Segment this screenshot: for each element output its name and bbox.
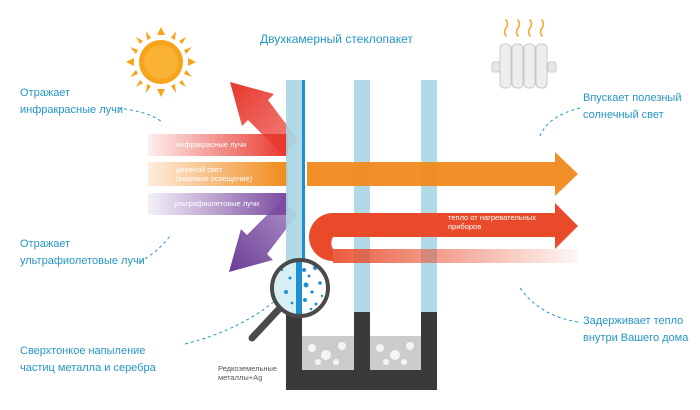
lets-in-light-label: Впускает полезный солнечный свет bbox=[583, 92, 682, 121]
reflects-uv-label: Отражает ультрафиолетовые лучи bbox=[20, 238, 145, 267]
diagram-title: Двухкамерный стеклопакет bbox=[260, 32, 413, 46]
reflected-ultraviolet-arrow bbox=[229, 200, 297, 272]
window-frame bbox=[286, 312, 437, 390]
infrared-band bbox=[148, 134, 288, 156]
ultraviolet-band bbox=[148, 193, 288, 215]
sun-icon bbox=[126, 27, 196, 97]
infrared-band-label: инфракрасные лучи bbox=[176, 140, 247, 149]
magnifier-icon bbox=[248, 258, 330, 342]
transmitted-daylight-arrow bbox=[307, 152, 578, 196]
daylight-band-label: дневной свет (видимое освещение) bbox=[176, 165, 253, 183]
reflects-ir-label: Отражает инфракрасные лучи bbox=[20, 87, 124, 116]
rare-earth-label: Редкоземельные металлы+Ag bbox=[218, 364, 278, 382]
ultraviolet-band-label: ультрафиолетовые лучи bbox=[174, 199, 260, 208]
leader-lines bbox=[117, 107, 581, 345]
keeps-heat-label: Задерживает тепло внутри Вашего дома bbox=[583, 315, 689, 344]
radiator-icon bbox=[491, 19, 557, 89]
coating-label: Сверхтонкое напыление частиц металла и с… bbox=[20, 345, 156, 374]
daylight-band bbox=[148, 162, 288, 186]
heat-arrow bbox=[309, 203, 578, 263]
heater-heat-label: тепло от нагревательных приборов bbox=[448, 213, 536, 231]
